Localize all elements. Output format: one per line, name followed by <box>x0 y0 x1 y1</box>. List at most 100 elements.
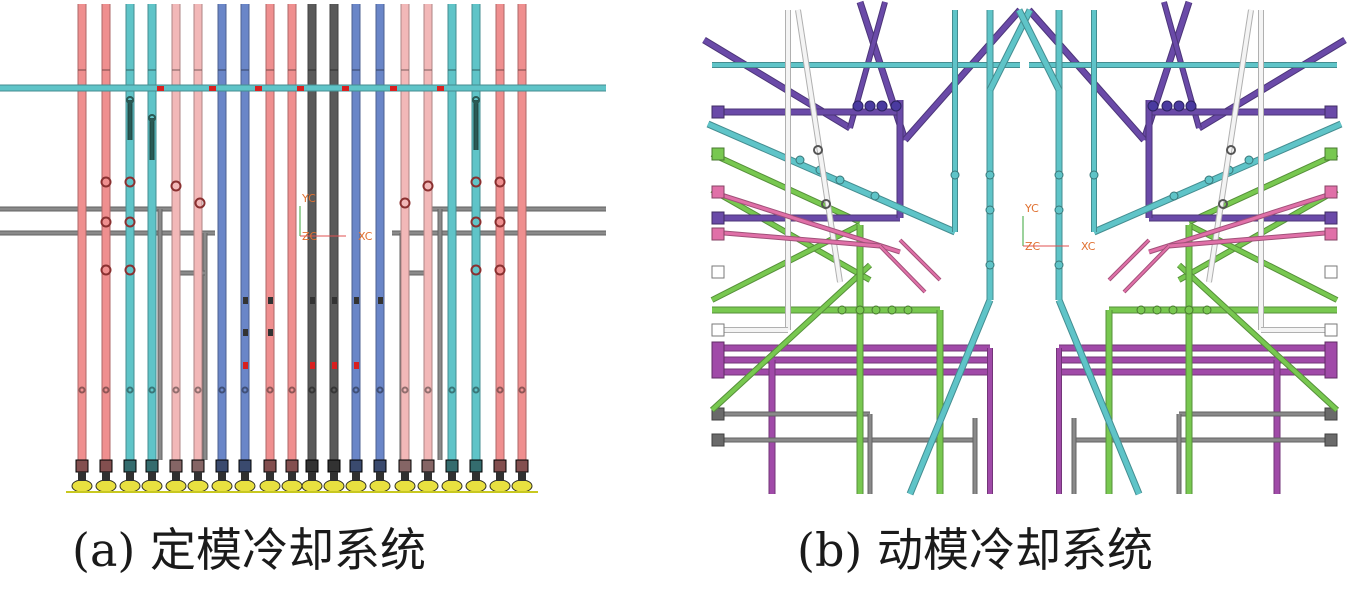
green-node-0 <box>1202 305 1212 315</box>
purple-cap-top <box>711 105 725 119</box>
cyan-node-4 <box>1089 170 1099 180</box>
cyan-diag <box>706 121 957 235</box>
white-ring-a <box>813 145 823 155</box>
cyan-node-6 <box>985 205 995 215</box>
red-marker-a-3 <box>297 86 304 91</box>
connector-a-16 <box>445 459 459 473</box>
b-axis-label-y: YC <box>1024 202 1039 215</box>
connector-a-1 <box>99 459 113 473</box>
connector-a-7 <box>238 459 252 473</box>
green-cap-white <box>1324 265 1338 279</box>
pink-zigzag-a <box>899 239 941 281</box>
nozzle-a-3 <box>141 479 163 493</box>
ring-fitting-a-8 <box>470 176 482 188</box>
cyan-node-4 <box>950 170 960 180</box>
green-node-2 <box>1168 305 1178 315</box>
pink-cap-b <box>1324 227 1338 241</box>
tick-a-9 <box>310 362 315 369</box>
nozzle-a-8 <box>259 479 281 493</box>
node-a-bottom-3 <box>148 386 156 394</box>
white-ring-a <box>1226 145 1236 155</box>
nozzle-a-11 <box>323 479 345 493</box>
connector-a-15 <box>421 459 435 473</box>
nozzle-a-4 <box>165 479 187 493</box>
ring-fitting-a-7 <box>194 197 206 209</box>
white-ring-b <box>1218 199 1228 209</box>
nozzle-stem-a-18 <box>496 472 504 481</box>
green-node-1 <box>855 305 865 315</box>
tick-a-7 <box>378 297 383 304</box>
white-cap <box>1324 323 1338 337</box>
white-ring-b <box>821 199 831 209</box>
connector-a-8 <box>263 459 277 473</box>
nozzle-stem-a-10 <box>308 472 316 481</box>
nozzle-a-9 <box>281 479 303 493</box>
nozzle-stem-a-1 <box>102 472 110 481</box>
connector-a-3 <box>145 459 159 473</box>
nozzle-a-14 <box>394 479 416 493</box>
red-marker-a-5 <box>390 86 397 91</box>
node-a-bottom-4 <box>172 386 180 394</box>
nozzle-stem-a-5 <box>194 472 202 481</box>
ring-fitting-a-15 <box>399 197 411 209</box>
drop-head-a-2 <box>472 96 480 104</box>
tick-a-8 <box>243 362 248 369</box>
purple-cluster-0 <box>1185 100 1197 112</box>
nozzle-a-19 <box>511 479 533 493</box>
green-node-1 <box>1184 305 1194 315</box>
cyan-slant-up <box>1016 8 1062 92</box>
nozzle-stem-a-19 <box>518 472 526 481</box>
connector-a-4 <box>169 459 183 473</box>
node-a-bottom-14 <box>401 386 409 394</box>
a-axis-label-x: XC <box>358 230 373 243</box>
node-a-bottom-15 <box>424 386 432 394</box>
cyan-node-7 <box>1054 260 1064 270</box>
ring-fitting-a-10 <box>470 216 482 228</box>
red-marker-a-1 <box>209 86 216 91</box>
green-node-0 <box>837 305 847 315</box>
cyan-node-5 <box>985 170 995 180</box>
nozzle-a-1 <box>95 479 117 493</box>
node-a-bottom-8 <box>266 386 274 394</box>
connector-a-10 <box>305 459 319 473</box>
green-diag-d <box>710 263 872 412</box>
cyan-node-2 <box>1204 175 1214 185</box>
node-a-bottom-12 <box>352 386 360 394</box>
purple-cluster-0 <box>852 100 864 112</box>
nozzle-stem-a-8 <box>266 472 274 481</box>
ring-fitting-a-2 <box>100 216 112 228</box>
green-diag-d <box>1177 263 1339 412</box>
pink-diag-a <box>711 190 901 254</box>
nozzle-stem-a-17 <box>472 472 480 481</box>
drop-head-a-1 <box>148 114 156 122</box>
ring-fitting-a-5 <box>124 264 136 276</box>
purple-diag-return <box>903 8 1022 142</box>
ring-fitting-a-4 <box>100 264 112 276</box>
drop-head-a-0 <box>126 96 134 104</box>
nozzle-stem-a-16 <box>448 472 456 481</box>
green-node-3 <box>887 305 897 315</box>
nozzle-stem-a-11 <box>330 472 338 481</box>
nozzle-stem-a-0 <box>78 472 86 481</box>
tick-a-6 <box>354 297 359 304</box>
green-cap <box>711 147 725 161</box>
cyan-slant-down <box>907 299 993 495</box>
connector-a-14 <box>398 459 412 473</box>
node-a-bottom-10 <box>308 386 316 394</box>
magenta-end-cap <box>711 341 725 379</box>
node-a-bottom-7 <box>241 386 249 394</box>
caption-stationary-mold: (a) 定模冷却系统 <box>72 523 426 577</box>
ring-fitting-a-0 <box>100 176 112 188</box>
purple-cluster-3 <box>1147 100 1159 112</box>
pink-diag-a <box>1148 190 1338 254</box>
purple-cap-mid <box>711 211 725 225</box>
nozzle-stem-a-12 <box>352 472 360 481</box>
nozzle-a-6 <box>211 479 233 493</box>
purple-diag-return <box>1027 8 1146 142</box>
cyan-node-3 <box>1169 191 1179 201</box>
nozzle-stem-a-13 <box>376 472 384 481</box>
ring-fitting-a-12 <box>470 264 482 276</box>
purple-cluster-1 <box>864 100 876 112</box>
node-a-bottom-11 <box>330 386 338 394</box>
